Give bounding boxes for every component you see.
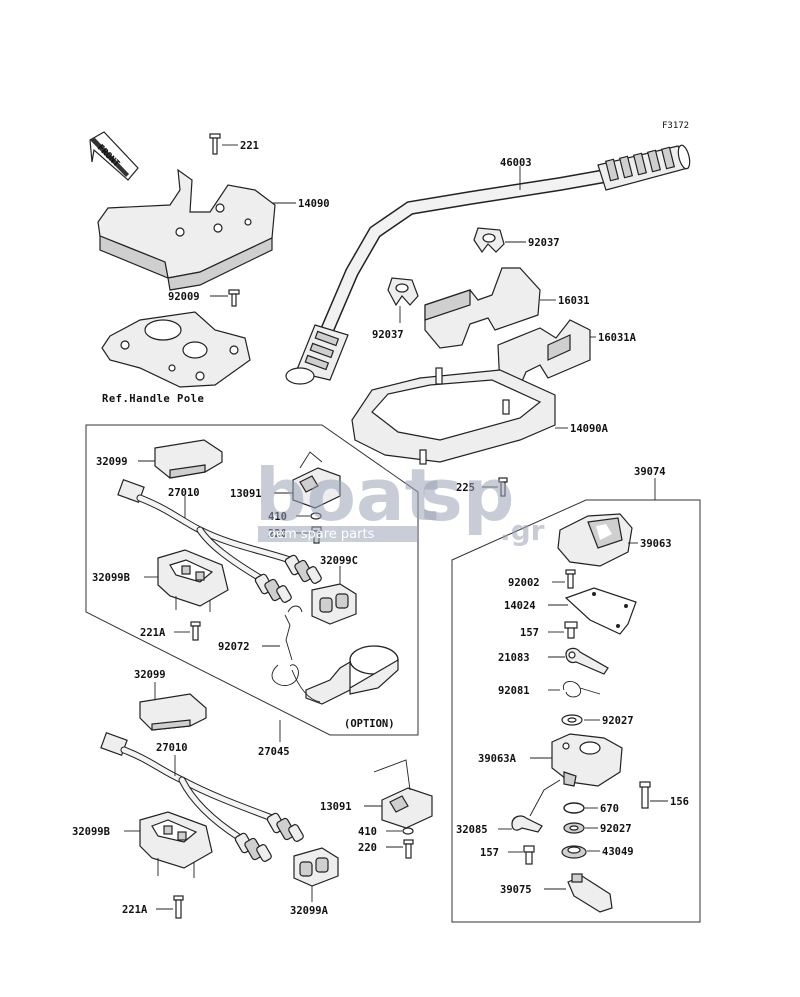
switch-cover-32099-lower — [139, 682, 207, 731]
label-32099B-lower: 32099B — [72, 826, 110, 838]
option-strap — [291, 645, 399, 705]
assembly-box-27045 — [85, 424, 419, 736]
label-27010-lower: 27010 — [156, 742, 188, 754]
label-16031: 16031 — [558, 295, 590, 307]
label-92002: 92002 — [508, 577, 540, 589]
lanyard-92072 — [262, 605, 303, 687]
screw-157b-icon — [508, 845, 535, 865]
label-410-lower: 410 — [358, 826, 377, 838]
switch-cover-32099 — [138, 439, 223, 479]
label-39063A: 39063A — [478, 753, 517, 765]
label-670: 670 — [600, 803, 619, 815]
screw-221A-lower-icon — [156, 895, 184, 919]
washer-410-lower-icon — [386, 827, 414, 835]
label-14090: 14090 — [298, 198, 330, 210]
watermark-logo: boat sp .gr oem spare parts — [255, 453, 545, 547]
cable-harness-27010 — [117, 478, 322, 603]
switch-housing-32099B-lower — [124, 811, 213, 878]
label-43049: 43049 — [602, 846, 634, 858]
ref-handle-pole-label: Ref.Handle Pole — [102, 393, 204, 405]
handle-pole-plate — [101, 311, 251, 388]
figure-code: F3172 — [662, 121, 689, 131]
screw-156-icon — [639, 781, 668, 809]
label-32099C: 32099C — [320, 555, 358, 567]
label-92009: 92009 — [168, 291, 200, 303]
label-220-lower: 220 — [358, 842, 377, 854]
watermark-tagline: oem spare parts — [268, 527, 375, 542]
option-label: (OPTION) — [344, 718, 395, 730]
clamp-92037-top — [473, 227, 526, 254]
front-arrow-icon: FRONT — [89, 131, 139, 181]
handle-pole-cover-14090 — [97, 168, 296, 291]
label-157: 157 — [520, 627, 539, 639]
lever-32085 — [498, 779, 561, 833]
washer-92027-icon — [561, 714, 600, 726]
clamp-92037-lower — [387, 277, 419, 323]
watermark-suffix: .gr — [500, 514, 545, 547]
screw-157-icon — [548, 621, 578, 639]
label-27045: 27045 — [258, 746, 290, 758]
label-410: 410 — [268, 511, 287, 523]
label-32099A: 32099A — [290, 905, 329, 917]
cover-14090A — [351, 367, 568, 465]
label-92037-top: 92037 — [528, 237, 560, 249]
switch-cap-32099A — [293, 847, 339, 902]
plate-14024 — [548, 587, 637, 635]
screw-221-icon — [209, 133, 238, 155]
label-14090A: 14090A — [570, 423, 609, 435]
watermark-brand-a: boat — [255, 453, 439, 537]
label-14024: 14024 — [504, 600, 536, 612]
label-46003: 46003 — [500, 157, 532, 169]
switch-cap-32099C — [311, 566, 357, 625]
throttle-lever-39075 — [544, 873, 613, 913]
assembly-box-39074 — [451, 499, 701, 923]
screw-221A-icon — [174, 621, 201, 641]
throttle-cover-39063 — [557, 513, 638, 567]
label-13091-lower: 13091 — [320, 801, 352, 813]
label-92081: 92081 — [498, 685, 530, 697]
label-32085: 32085 — [456, 824, 488, 836]
cable-harness-27010-lower — [100, 731, 304, 862]
label-92027b: 92027 — [600, 823, 632, 835]
seal-43049-icon — [561, 845, 600, 859]
label-16031A: 16031A — [598, 332, 637, 344]
screw-225-icon — [482, 477, 508, 497]
watermark-brand-b: sp — [420, 453, 514, 537]
screw-92002-icon — [552, 569, 576, 589]
label-13091: 13091 — [230, 488, 262, 500]
label-32099: 32099 — [96, 456, 128, 468]
label-39075: 39075 — [500, 884, 532, 896]
switch-housing-32099B — [144, 549, 229, 612]
label-27010: 27010 — [168, 487, 200, 499]
label-92037-lower: 92037 — [372, 329, 404, 341]
label-92027: 92027 — [602, 715, 634, 727]
label-156: 156 — [670, 796, 689, 808]
sensor-arm-21083 — [548, 647, 609, 675]
screw-220-lower-icon — [386, 839, 414, 859]
spring-92081 — [548, 681, 601, 698]
label-221A-lower: 221A — [122, 904, 148, 916]
washer-92027b-icon — [563, 822, 598, 834]
screw-92009-icon — [210, 289, 240, 307]
clamp-block-16031 — [424, 267, 556, 349]
label-39074: 39074 — [634, 466, 666, 478]
label-92072: 92072 — [218, 641, 250, 653]
clamp-13091-lower — [364, 759, 433, 829]
label-221A: 221A — [140, 627, 166, 639]
label-225: 225 — [456, 482, 475, 494]
label-21083: 21083 — [498, 652, 530, 664]
washer-410-icon — [296, 512, 322, 520]
handlebar-46003 — [285, 144, 691, 385]
label-32099-lower: 32099 — [134, 669, 166, 681]
throttle-case-39063A — [530, 733, 623, 787]
label-32099B: 32099B — [92, 572, 130, 584]
label-39063: 39063 — [640, 538, 672, 550]
label-221: 221 — [240, 140, 259, 152]
clamp-13091 — [274, 451, 341, 509]
oring-670-icon — [563, 802, 598, 814]
label-157b: 157 — [480, 847, 499, 859]
